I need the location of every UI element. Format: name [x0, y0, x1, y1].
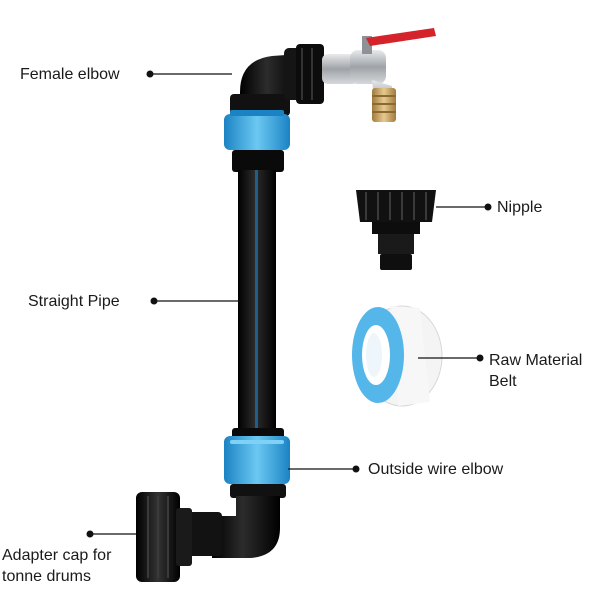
nipple-fitting-icon [356, 190, 436, 270]
bottom-coupling [224, 428, 290, 498]
label-nipple: Nipple [497, 199, 543, 216]
label-straight-pipe: Straight Pipe [28, 293, 120, 310]
top-coupling [224, 110, 290, 172]
leader-lines [86, 70, 492, 538]
straight-pipe [238, 170, 276, 438]
ptfe-tape-roll-icon [352, 305, 443, 407]
garden-tap-icon [322, 28, 436, 122]
adapter-cap [136, 492, 192, 582]
female-elbow [230, 44, 324, 116]
label-outside-wire-elbow: Outside wire elbow [368, 461, 504, 478]
label-adapter-cap: Adapter cap for tonne drums [2, 547, 112, 585]
label-female-elbow: Female elbow [20, 66, 120, 83]
label-raw-material-belt: Raw Material Belt [489, 352, 583, 390]
outside-wire-elbow [186, 496, 280, 558]
